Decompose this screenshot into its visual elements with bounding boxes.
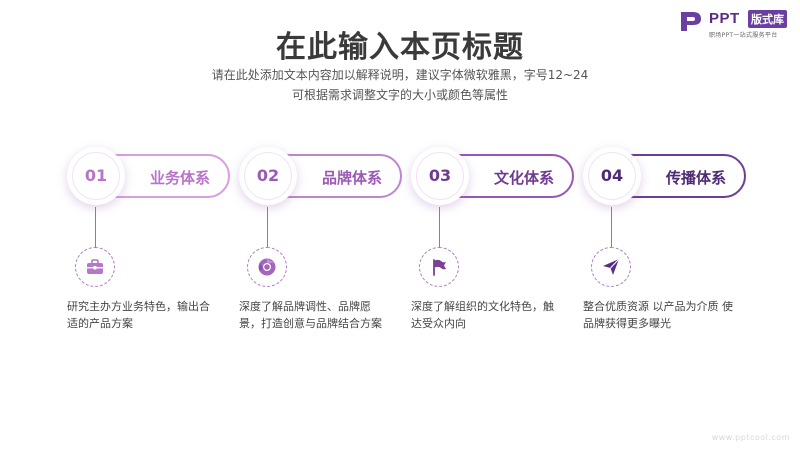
subtitle-line-1: 请在此处添加文本内容加以解释说明，建议字体微软雅黑，字号12~24: [211, 68, 589, 82]
item-number-badge: 04: [583, 147, 641, 205]
item-number: 04: [588, 152, 636, 200]
chrome-icon: [258, 258, 276, 276]
briefcase-icon: [87, 259, 103, 274]
item-number-badge: 03: [411, 147, 469, 205]
logo-tag: 版式库: [748, 10, 787, 28]
connector-line: [439, 207, 440, 247]
connector-line: [95, 207, 96, 247]
item-icon-circle: [247, 247, 287, 287]
page-title: 在此输入本页标题: [276, 30, 524, 65]
item-number: 01: [72, 152, 120, 200]
item-label: 传播体系: [665, 169, 726, 187]
item-number-badge: 02: [239, 147, 297, 205]
system-item-2: 品牌体系 02 深度了解品牌调性、品牌愿景，打造创意与品牌结合方案: [239, 147, 409, 357]
connector-line: [267, 207, 268, 247]
connector-line: [611, 207, 612, 247]
item-icon-circle: [419, 247, 459, 287]
item-icon-circle: [75, 247, 115, 287]
item-description: 深度了解品牌调性、品牌愿景，打造创意与品牌结合方案: [239, 300, 382, 330]
logo-name: PPT: [709, 10, 740, 27]
paper-plane-icon: [603, 258, 620, 275]
item-number: 03: [416, 152, 464, 200]
item-description: 整合优质资源 以产品为介质 使品牌获得更多曝光: [583, 300, 733, 330]
system-item-1: 业务体系 01 研究主办方业务特色，输出合适的产品方案: [67, 147, 237, 357]
subtitle-line-2: 可根据需求调整文字的大小或颜色等属性: [291, 88, 508, 102]
watermark: www.pptcool.com: [711, 433, 790, 442]
flag-icon: [433, 259, 446, 276]
logo-subtitle: 职场PPT一站式服务平台: [709, 32, 778, 39]
ppt-logo-icon: [681, 12, 701, 31]
item-description: 深度了解组织的文化特色，触达受众内向: [411, 300, 554, 330]
item-description: 研究主办方业务特色，输出合适的产品方案: [67, 300, 210, 330]
system-item-4: 传播体系 04 整合优质资源 以产品为介质 使品牌获得更多曝光: [583, 147, 753, 357]
item-label: 文化体系: [493, 169, 554, 187]
item-number-badge: 01: [67, 147, 125, 205]
system-item-3: 文化体系 03 深度了解组织的文化特色，触达受众内向: [411, 147, 581, 357]
brand-logo: PPT 版式库 职场PPT一站式服务平台: [679, 8, 794, 39]
item-icon-circle: [591, 247, 631, 287]
item-label: 品牌体系: [321, 169, 382, 187]
item-number: 02: [244, 152, 292, 200]
item-label: 业务体系: [149, 169, 210, 187]
